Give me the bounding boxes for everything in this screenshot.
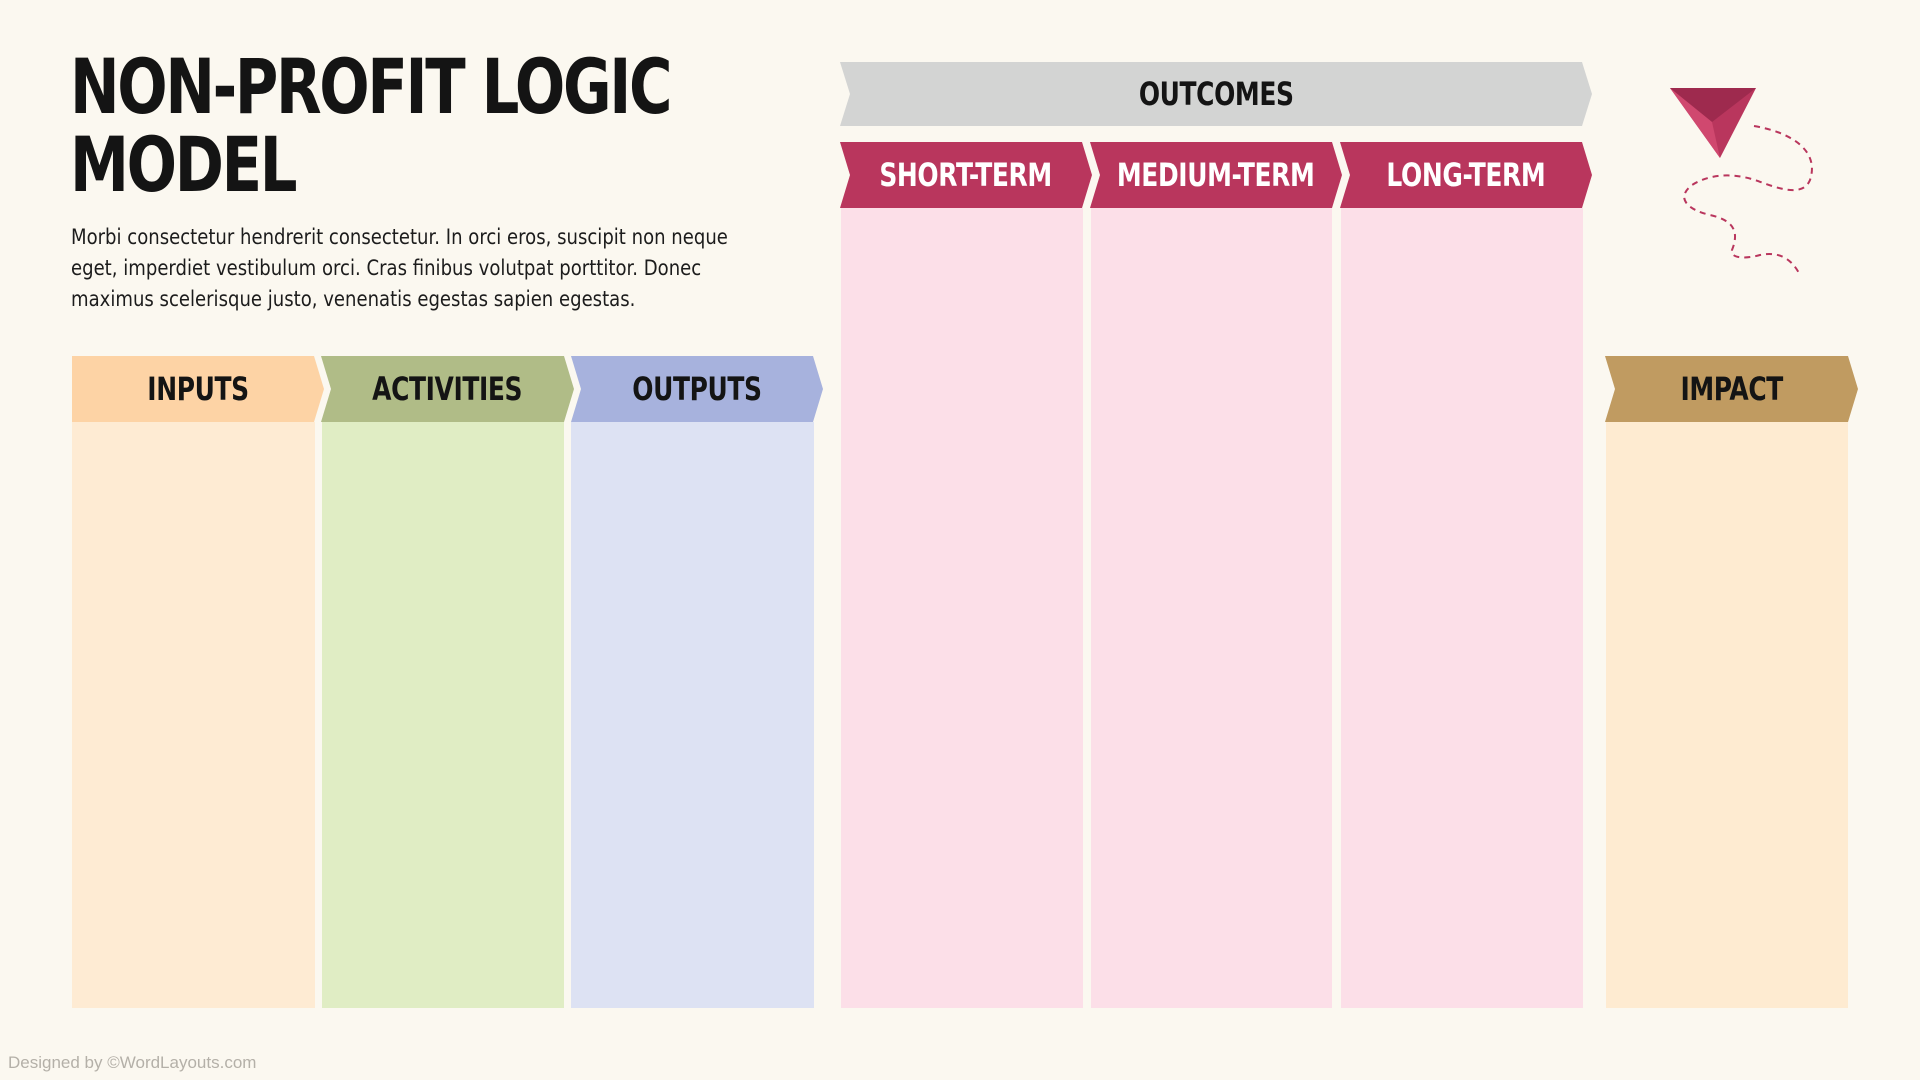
description-text: Morbi consectetur hendrerit consectetur.… — [71, 225, 728, 311]
short-term-header: SHORT-TERM — [840, 142, 1092, 208]
short-term-label: SHORT-TERM — [879, 156, 1053, 194]
activities-label: ACTIVITIES — [372, 370, 523, 408]
long-term-column[interactable] — [1341, 208, 1583, 1008]
outcomes-header: OUTCOMES — [840, 62, 1592, 126]
impact-column[interactable] — [1606, 422, 1848, 1008]
outputs-column[interactable] — [571, 422, 814, 1008]
footer-credit: Designed by ©WordLayouts.com — [8, 1053, 257, 1072]
paper-plane-icon — [1670, 88, 1813, 276]
inputs-label: INPUTS — [147, 370, 249, 408]
activities-column[interactable] — [322, 422, 564, 1008]
inputs-header: INPUTS — [72, 356, 324, 422]
impact-label: IMPACT — [1680, 370, 1783, 408]
long-term-label: LONG-TERM — [1386, 156, 1546, 194]
outputs-label: OUTPUTS — [632, 370, 762, 408]
long-term-header: LONG-TERM — [1340, 142, 1592, 208]
impact-header: IMPACT — [1605, 356, 1858, 422]
short-term-column[interactable] — [841, 208, 1083, 1008]
medium-term-header: MEDIUM-TERM — [1090, 142, 1342, 208]
title-line-1: NON-PROFIT LOGIC — [70, 42, 673, 131]
inputs-column[interactable] — [72, 422, 315, 1008]
page-title: NON-PROFIT LOGIC MODEL — [70, 42, 673, 209]
outcomes-label: OUTCOMES — [1138, 75, 1294, 113]
outputs-header: OUTPUTS — [571, 356, 823, 422]
activities-header: ACTIVITIES — [321, 356, 574, 422]
title-line-2: MODEL — [70, 120, 298, 209]
medium-term-label: MEDIUM-TERM — [1117, 156, 1315, 194]
medium-term-column[interactable] — [1091, 208, 1332, 1008]
